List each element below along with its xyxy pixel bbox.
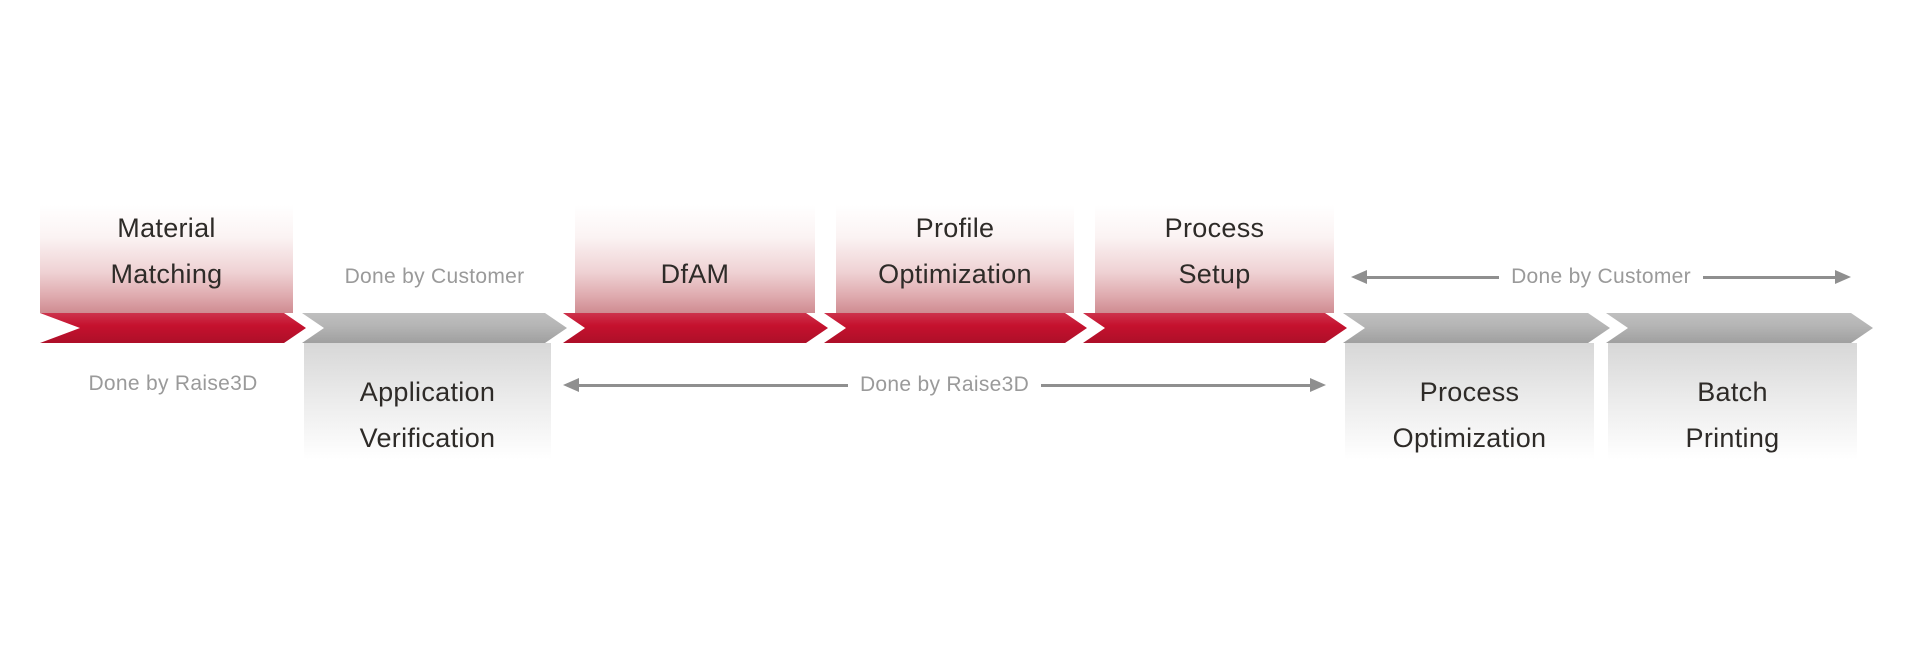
step-label: Printing	[1685, 423, 1780, 453]
step-box-profile-optimization: Profile Optimization	[836, 205, 1074, 313]
step-label: Profile	[915, 213, 995, 243]
arrow-label: Done by Customer	[1511, 265, 1691, 288]
arrow-head-left-icon	[1351, 270, 1367, 284]
step-label: Process	[1164, 213, 1265, 243]
arrow-line	[1367, 275, 1500, 279]
chevron-segment-batch-printing	[1606, 313, 1873, 343]
arrow-line	[1041, 383, 1310, 387]
step-box-dfam: DfAM	[575, 205, 815, 313]
step-box-process-setup: Process Setup	[1095, 205, 1334, 313]
arrow-head-right-icon	[1310, 378, 1326, 392]
chevron-segment-process-setup	[1083, 313, 1347, 343]
step-box-material-matching: Material Matching	[40, 205, 293, 313]
chevron-segment-dfam	[563, 313, 828, 343]
step-box-application-verification: Application Verification	[304, 343, 551, 470]
step-label: Optimization	[878, 259, 1032, 289]
step-label: DfAM	[660, 259, 730, 289]
step-label: Batch	[1697, 377, 1768, 407]
arrow-line	[579, 383, 848, 387]
chevron-segment-application-verification	[302, 313, 567, 343]
step-label: Optimization	[1392, 423, 1547, 453]
step-label: Process	[1419, 377, 1520, 407]
arrow-head-left-icon	[563, 378, 579, 392]
step-label: Verification	[359, 423, 496, 453]
step-label: Application	[359, 377, 496, 407]
done-by-customer-arrow: Done by Customer	[1351, 258, 1851, 296]
done-by-raise3d-arrow: Done by Raise3D	[563, 366, 1326, 404]
step-label: Matching	[110, 259, 223, 289]
arrow-label: Done by Raise3D	[859, 373, 1030, 396]
step-box-process-optimization: Process Optimization	[1345, 343, 1594, 470]
step-box-batch-printing: Batch Printing	[1608, 343, 1857, 470]
chevron-segment-process-optimization	[1343, 313, 1610, 343]
arrow-line	[1702, 275, 1835, 279]
arrow-head-right-icon	[1835, 270, 1851, 284]
chevron-segment-material-matching	[40, 313, 306, 343]
step-label: Setup	[1178, 259, 1251, 289]
step-label: Material	[117, 213, 216, 243]
done-by-customer-label: Done by Customer	[344, 265, 525, 288]
done-by-raise3d-label: Done by Raise3D	[88, 372, 258, 395]
chevron-segment-profile-optimization	[824, 313, 1087, 343]
